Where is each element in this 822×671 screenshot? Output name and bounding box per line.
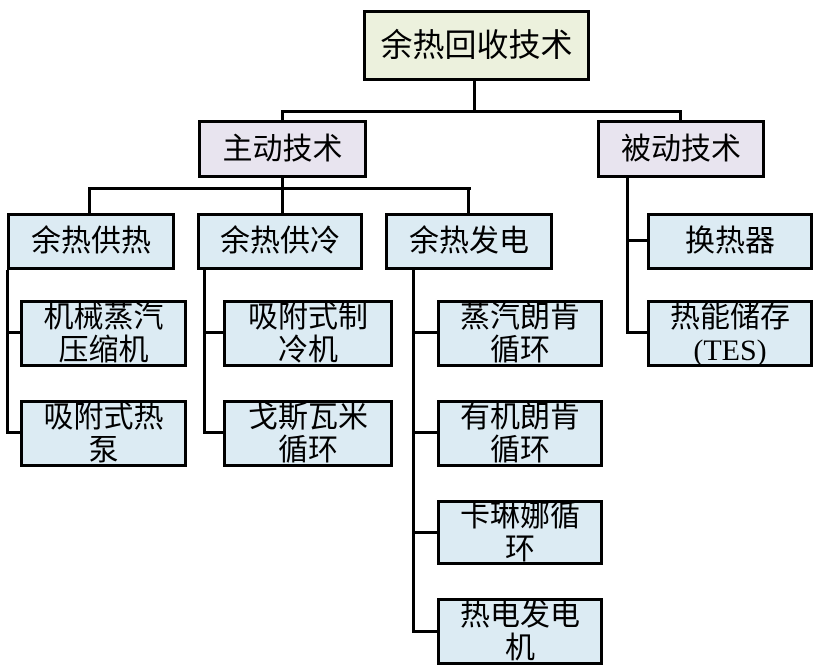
connector-cooling-trunk	[203, 270, 206, 434]
connector-passive-stub-2	[626, 331, 649, 334]
connector-heating-drop	[88, 187, 91, 215]
connector-passive-stub-1	[626, 239, 649, 242]
node-thermal-energy-storage: 热能储存 (TES)	[647, 300, 813, 367]
node-organic-rankine-cycle: 有机朗肯 循环	[437, 400, 603, 467]
node-active-technology: 主动技术	[198, 120, 367, 178]
node-waste-heat-power: 余热发电	[385, 213, 553, 270]
connector-passive-trunk	[626, 178, 629, 334]
connector-cooling-stub-1	[203, 331, 225, 334]
node-thermoelectric-generator: 热电发电 机	[437, 598, 603, 665]
connector-power-drop	[467, 187, 470, 215]
node-heat-exchanger: 换热器	[647, 213, 813, 270]
connector-power-stub-3	[412, 531, 439, 534]
node-adsorption-heat-pump: 吸附式热 泵	[20, 400, 187, 467]
connector-cooling-stub-2	[203, 431, 225, 434]
node-passive-technology: 被动技术	[597, 120, 765, 178]
connector-root-drop	[473, 80, 476, 111]
connector-power-stub-4	[412, 630, 439, 633]
node-waste-heat-recovery: 余热回收技术	[363, 10, 590, 81]
node-waste-heat-heating: 余热供热	[7, 213, 175, 270]
node-kalina-cycle: 卡琳娜循 环	[437, 500, 603, 566]
connector-level3-rail	[88, 187, 471, 190]
connector-heating-trunk	[6, 270, 9, 434]
node-mechanical-vapor-compressor: 机械蒸汽 压缩机	[20, 300, 187, 367]
connector-passive-drop	[679, 110, 682, 122]
connector-heating-stub-2	[6, 431, 22, 434]
connector-active-drop	[281, 110, 284, 122]
connector-heating-stub-1	[6, 331, 22, 334]
node-steam-rankine-cycle: 蒸汽朗肯 循环	[437, 300, 603, 367]
node-adsorption-chiller: 吸附式制 冷机	[223, 300, 393, 367]
node-goswami-cycle: 戈斯瓦米 循环	[223, 400, 393, 467]
connector-power-stub-1	[412, 331, 439, 334]
connector-power-trunk	[412, 270, 415, 633]
connector-active-trunk	[281, 178, 284, 215]
connector-power-stub-2	[412, 431, 439, 434]
connector-level2-rail	[281, 110, 682, 113]
node-waste-heat-cooling: 余热供冷	[197, 213, 363, 270]
